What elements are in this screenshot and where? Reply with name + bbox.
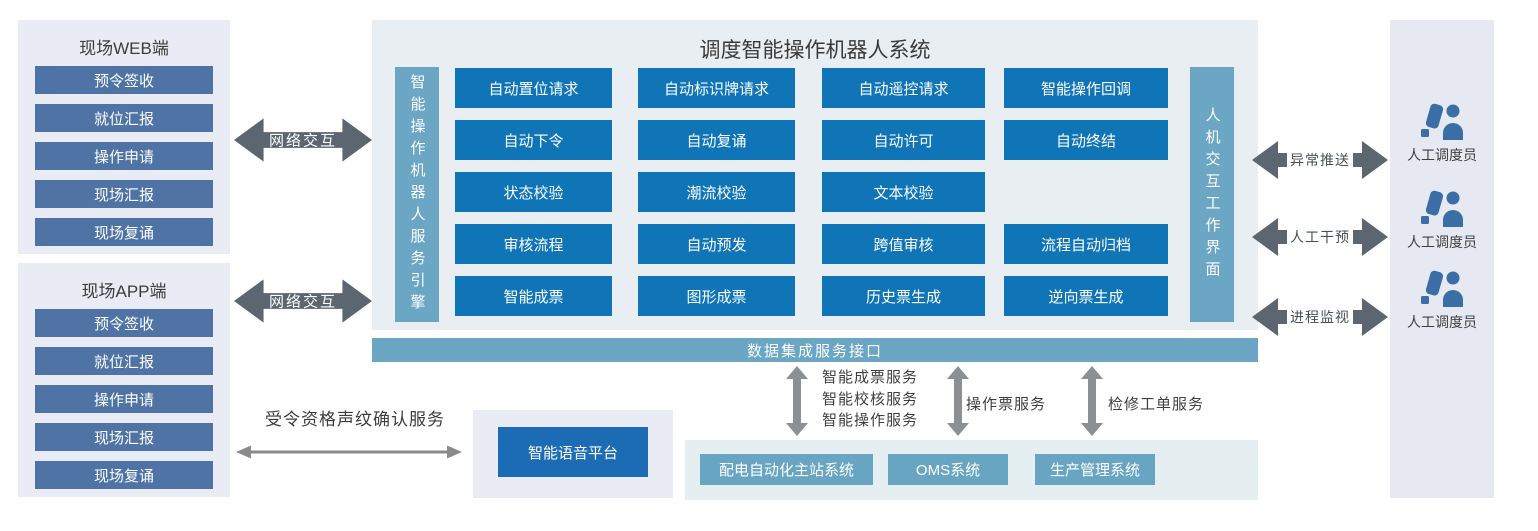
module-box: 自动遥控请求 bbox=[822, 68, 985, 108]
field-app-item: 现场复诵 bbox=[35, 461, 213, 489]
service-label-group-1: 智能成票服务 智能校核服务 智能操作服务 bbox=[822, 367, 918, 432]
external-system-box: 配电自动化主站系统 bbox=[700, 454, 873, 485]
module-box: 图形成票 bbox=[638, 276, 795, 316]
thin-double-arrow-icon bbox=[236, 445, 462, 459]
field-app-panel-title: 现场APP端 bbox=[81, 281, 167, 301]
network-arrow-web-label: 网络交互 bbox=[268, 132, 337, 150]
module-box: 自动下令 bbox=[455, 120, 612, 160]
voiceprint-service-label: 受令资格声纹确认服务 bbox=[265, 410, 445, 429]
module-box: 自动标识牌请求 bbox=[638, 68, 795, 108]
module-box: 智能成票 bbox=[455, 276, 612, 316]
dispatcher-panel: 人工调度员 人工调度员 人工调度 bbox=[1390, 20, 1494, 498]
module-box: 逆向票生成 bbox=[1004, 276, 1168, 316]
voiceprint-service-arrow bbox=[235, 444, 463, 465]
dispatcher-group-1: 人工调度员 bbox=[1390, 102, 1494, 165]
field-app-panel-list: 预令签收就位汇报操作申请现场汇报现场复诵 bbox=[18, 309, 230, 489]
right-arrow-intervention: 人工干预 bbox=[1252, 218, 1388, 256]
field-app-item: 操作申请 bbox=[35, 385, 213, 413]
data-bus-bar: 数据集成服务接口 bbox=[372, 338, 1258, 362]
field-web-item: 操作申请 bbox=[35, 142, 213, 170]
right-arrow-exception: 异常推送 bbox=[1252, 141, 1388, 179]
network-arrow-app: 网络交互 bbox=[234, 279, 372, 323]
vertical-double-arrow-icon bbox=[1081, 366, 1103, 436]
field-web-item: 现场汇报 bbox=[35, 180, 213, 208]
module-box: 文本校验 bbox=[822, 172, 985, 212]
hmi-bar: 人机交互工作界面 bbox=[1190, 67, 1234, 322]
network-arrow-web: 网络交互 bbox=[234, 118, 372, 162]
field-app-panel: 现场APP端 预令签收就位汇报操作申请现场汇报现场复诵 bbox=[18, 263, 230, 497]
engine-bar: 智能操作机器人服务引擎 bbox=[395, 67, 439, 322]
service-label-line: 智能操作服务 bbox=[822, 412, 919, 429]
module-box: 历史票生成 bbox=[822, 276, 985, 316]
service-label-line: 智能成票服务 bbox=[822, 369, 919, 386]
module-box: 自动许可 bbox=[822, 120, 985, 160]
main-system-panel: 调度智能操作机器人系统 智能操作机器人服务引擎 人机交互工作界面 自动置位请求自… bbox=[372, 20, 1258, 330]
service-arrow-3 bbox=[1080, 366, 1104, 441]
main-system-title: 调度智能操作机器人系统 bbox=[699, 39, 931, 62]
field-web-item: 预令签收 bbox=[35, 66, 213, 94]
module-box: 自动终结 bbox=[1004, 120, 1168, 160]
dispatcher-label: 人工调度员 bbox=[1407, 147, 1477, 163]
module-box: 智能操作回调 bbox=[1004, 68, 1168, 108]
network-arrow-app-label: 网络交互 bbox=[268, 293, 337, 311]
field-web-item: 就位汇报 bbox=[35, 104, 213, 132]
service-label-group-2: 操作票服务 bbox=[966, 396, 1047, 413]
service-label-line: 智能校核服务 bbox=[822, 390, 919, 408]
module-box: 审核流程 bbox=[455, 224, 612, 264]
voice-platform-box: 智能语音平台 bbox=[498, 427, 648, 477]
dispatcher-icon bbox=[1421, 190, 1463, 227]
right-arrow-intervention-label: 人工干预 bbox=[1287, 226, 1353, 248]
module-box: 自动预发 bbox=[638, 224, 795, 264]
service-label-group-3: 检修工单服务 bbox=[1108, 396, 1205, 413]
double-arrow-icon bbox=[234, 118, 372, 162]
dispatcher-icon bbox=[1421, 103, 1463, 140]
dispatcher-group-2: 人工调度员 bbox=[1390, 189, 1494, 252]
module-box: 自动复诵 bbox=[638, 120, 795, 160]
service-arrow-2 bbox=[946, 366, 970, 441]
dispatcher-label: 人工调度员 bbox=[1407, 234, 1477, 250]
module-box: 自动置位请求 bbox=[455, 68, 612, 108]
dispatcher-icon bbox=[1421, 270, 1463, 307]
right-arrow-monitor: 进程监视 bbox=[1252, 298, 1388, 336]
module-box: 流程自动归档 bbox=[1004, 224, 1168, 264]
external-system-box: 生产管理系统 bbox=[1035, 454, 1155, 485]
external-system-box: OMS系统 bbox=[888, 454, 1008, 485]
external-systems-panel: 配电自动化主站系统 OMS系统生产管理系统 bbox=[685, 440, 1258, 500]
right-arrow-exception-label: 异常推送 bbox=[1287, 149, 1353, 171]
field-web-item: 现场复诵 bbox=[35, 218, 213, 246]
field-app-item: 就位汇报 bbox=[35, 347, 213, 375]
vertical-double-arrow-icon bbox=[786, 366, 808, 436]
dispatcher-label: 人工调度员 bbox=[1407, 314, 1477, 330]
dispatcher-group-3: 人工调度员 bbox=[1390, 269, 1494, 332]
right-arrow-monitor-label: 进程监视 bbox=[1287, 306, 1353, 328]
field-web-panel: 现场WEB端 预令签收就位汇报操作申请现场汇报现场复诵 bbox=[18, 20, 230, 254]
voice-platform-panel: 智能语音平台 bbox=[473, 410, 673, 498]
vertical-double-arrow-icon bbox=[947, 366, 969, 436]
double-arrow-icon bbox=[234, 279, 372, 323]
module-box: 状态校验 bbox=[455, 172, 612, 212]
field-web-panel-title: 现场WEB端 bbox=[79, 38, 169, 58]
field-app-item: 预令签收 bbox=[35, 309, 213, 337]
field-web-panel-list: 预令签收就位汇报操作申请现场汇报现场复诵 bbox=[18, 66, 230, 246]
field-app-item: 现场汇报 bbox=[35, 423, 213, 451]
module-box: 潮流校验 bbox=[638, 172, 795, 212]
service-arrow-1 bbox=[785, 366, 809, 441]
module-box: 跨值审核 bbox=[822, 224, 985, 264]
